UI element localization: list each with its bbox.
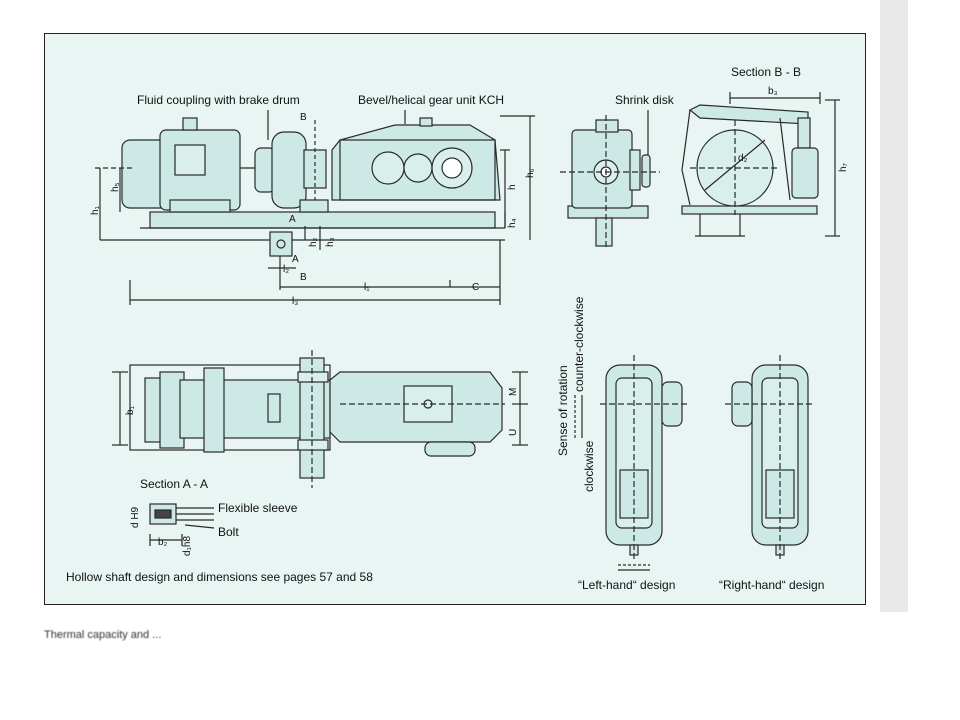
label-sense-of-rotation: Sense of rotation (556, 365, 570, 456)
dim-h5: h₅ (110, 182, 121, 192)
dim-h6: h₆ (525, 168, 536, 178)
dim-A-top: A (289, 214, 296, 225)
dim-h1: h₁ (90, 206, 101, 215)
label-clockwise: clockwise (582, 440, 596, 492)
scan-edge-strip (880, 0, 908, 612)
label-bolt: Bolt (218, 525, 239, 539)
label-counter-clockwise: counter-clockwise (572, 296, 586, 392)
end-view (560, 115, 660, 250)
dim-C: C (472, 282, 480, 293)
label-section-aa: Section A - A (140, 477, 209, 491)
label-left-hand: “Left-hand“ design (578, 578, 676, 592)
dim-h3: h₃ (325, 237, 336, 247)
cut-footer-text: Thermal capacity and ... (44, 629, 162, 641)
dim-l1: l₁ (364, 282, 370, 293)
dim-d1h8: d₁h8 (182, 535, 193, 556)
dim-M: M (508, 387, 519, 396)
dim-d2: d₂ (738, 153, 748, 164)
dim-U: U (508, 428, 519, 436)
dim-b1: b₁ (125, 406, 136, 415)
dim-B-top: B (300, 112, 307, 123)
torque-arm (269, 231, 293, 257)
rotation-arrows (574, 395, 583, 438)
label-right-hand: “Right-hand“ design (719, 578, 825, 592)
side-view (95, 115, 535, 305)
label-gear-unit: Bevel/helical gear unit KCH (358, 93, 505, 107)
label-section-bb: Section B - B (731, 65, 802, 79)
section-bb-view (681, 92, 840, 237)
dim-h4: h₄ (507, 218, 518, 228)
label-fluid-coupling: Fluid coupling with brake drum (137, 93, 300, 107)
left-hand-view (600, 355, 690, 571)
dim-B-bottom: B (300, 272, 307, 283)
dim-h2: h₂ (308, 237, 319, 247)
dim-h7: h₇ (838, 163, 849, 172)
plan-view (112, 350, 528, 488)
dim-l2: l₂ (283, 264, 290, 275)
dim-h: h (507, 184, 518, 190)
dim-l3: l₃ (292, 296, 299, 307)
note-hollow-shaft: Hollow shaft design and dimensions see p… (66, 570, 373, 584)
shrink-disk-shape (641, 154, 651, 188)
dim-b3: b₃ (768, 86, 778, 97)
dim-dH9: d H9 (130, 506, 141, 528)
section-aa-view (149, 503, 215, 546)
fluid-coupling (271, 131, 307, 209)
right-hand-view (725, 355, 815, 560)
dim-b2: b₂ (158, 537, 168, 548)
label-flexible-sleeve: Flexible sleeve (218, 501, 298, 515)
label-shrink-disk: Shrink disk (615, 93, 674, 107)
dim-A-bottom: A (292, 254, 299, 265)
